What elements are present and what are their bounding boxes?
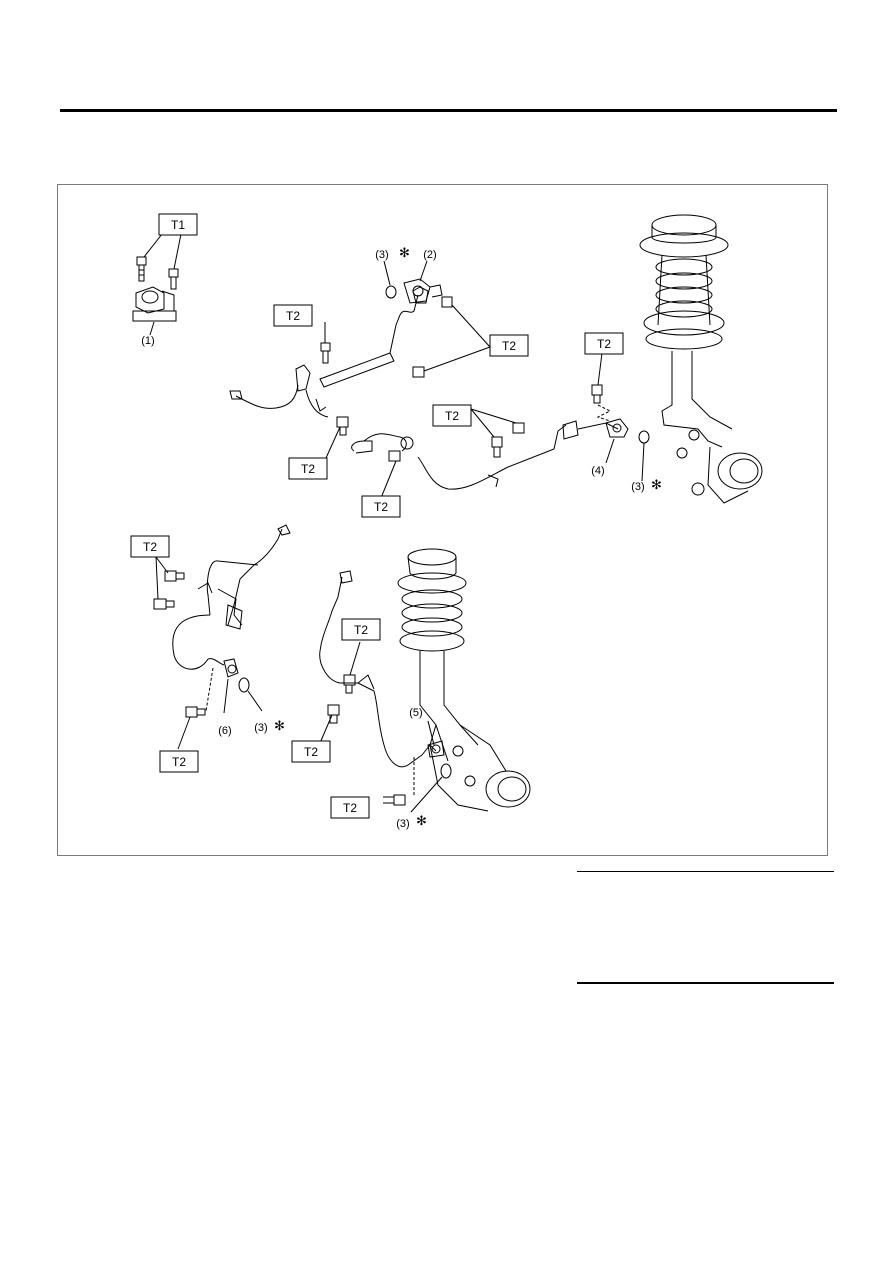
svg-text:T2: T2 xyxy=(445,409,459,423)
bolt-t2-upper-b xyxy=(336,416,349,436)
bolt-t2-mid-c xyxy=(512,422,525,434)
bolt-t2-lowerleft-b xyxy=(153,598,175,610)
callout-3-top: (3) xyxy=(375,249,388,261)
header-rule xyxy=(60,109,837,112)
lower-left-harness xyxy=(172,524,291,678)
callout-labels: (1) (3) ✻ (2) (4) (3) ✻ (5) (6) (3) ✻ (3… xyxy=(141,246,662,830)
o-ring-3-top xyxy=(385,285,397,299)
svg-text:T2: T2 xyxy=(304,745,318,759)
tag-t1: T1 xyxy=(158,213,198,236)
o-ring-3-rear xyxy=(638,430,650,444)
svg-text:T2: T2 xyxy=(502,339,516,353)
callout-5: (5) xyxy=(409,707,422,719)
asterisk-front: ✻ xyxy=(416,814,427,829)
svg-text:T2: T2 xyxy=(172,755,186,769)
svg-text:T2: T2 xyxy=(597,337,611,351)
tag-t2-b: T2 xyxy=(489,334,529,357)
asterisk-lowerleft: ✻ xyxy=(274,719,285,734)
bolt-t2-upper-c xyxy=(441,296,453,308)
svg-text:T1: T1 xyxy=(171,218,185,232)
bolt-t2-lowerleft-a xyxy=(164,570,185,582)
asterisk-top: ✻ xyxy=(399,246,410,261)
svg-text:T2: T2 xyxy=(286,309,300,323)
callout-1: (1) xyxy=(141,335,154,347)
bolt-t1-right xyxy=(168,268,179,290)
callout-3-lowerleft: (3) xyxy=(254,722,267,734)
tag-t2-j: T2 xyxy=(159,750,199,773)
component-diagram: T1 T2 T2 T2 T2 T2 T2 T2 xyxy=(130,213,763,830)
callout-3-front: (3) xyxy=(396,818,409,830)
tag-t2-g: T2 xyxy=(130,535,170,558)
legend-rule-top xyxy=(577,871,834,872)
o-ring-3-front xyxy=(440,763,452,779)
tag-t2-d: T2 xyxy=(432,404,472,427)
bolt-t2-mid-b xyxy=(491,436,503,458)
legend-box xyxy=(577,871,834,984)
bolt-t2-mid-a xyxy=(388,450,401,462)
svg-text:T2: T2 xyxy=(374,500,388,514)
tag-t2-i: T2 xyxy=(291,740,331,763)
lower-center-harness xyxy=(319,570,445,768)
tag-t2-c: T2 xyxy=(584,332,624,355)
upper-center-harness xyxy=(229,286,429,418)
svg-text:T2: T2 xyxy=(343,801,357,815)
tag-t2-h: T2 xyxy=(341,618,381,641)
callout-2: (2) xyxy=(423,249,436,261)
rear-strut-assembly xyxy=(639,214,763,504)
bolt-t2-lowercenter-c xyxy=(383,794,406,806)
svg-text:T2: T2 xyxy=(354,623,368,637)
bolt-t2-upper-a xyxy=(320,342,331,364)
sensor-part-2 xyxy=(403,278,443,304)
callout-3-rear: (3) xyxy=(631,481,644,493)
tag-t2-k: T2 xyxy=(330,796,370,819)
front-strut-assembly xyxy=(397,548,531,812)
sensor-part-4 xyxy=(605,418,629,438)
bolt-t2-rear xyxy=(591,384,603,404)
tag-t2-e: T2 xyxy=(288,457,328,480)
tag-t2-a: T2 xyxy=(273,304,313,327)
tag-t2-f: T2 xyxy=(361,495,401,518)
svg-text:T2: T2 xyxy=(143,540,157,554)
svg-text:T2: T2 xyxy=(301,462,315,476)
legend-rule-bottom xyxy=(577,982,834,984)
exploded-view-figure: T1 T2 T2 T2 T2 T2 T2 T2 xyxy=(57,184,828,856)
asterisk-rear: ✻ xyxy=(651,478,662,493)
bolt-t2-lowercenter-a xyxy=(343,674,356,694)
o-ring-3-lowerleft xyxy=(238,677,250,693)
callout-6: (6) xyxy=(218,725,231,737)
bolt-t2-lowerleft-c xyxy=(185,706,206,718)
torque-tags: T1 T2 T2 T2 T2 T2 T2 T2 xyxy=(130,213,624,819)
part-1-bracket xyxy=(132,286,177,322)
callout-4: (4) xyxy=(591,465,604,477)
middle-harness xyxy=(351,420,619,490)
bolt-t2-upper-d xyxy=(412,366,425,378)
bolt-t1-left xyxy=(136,256,147,282)
